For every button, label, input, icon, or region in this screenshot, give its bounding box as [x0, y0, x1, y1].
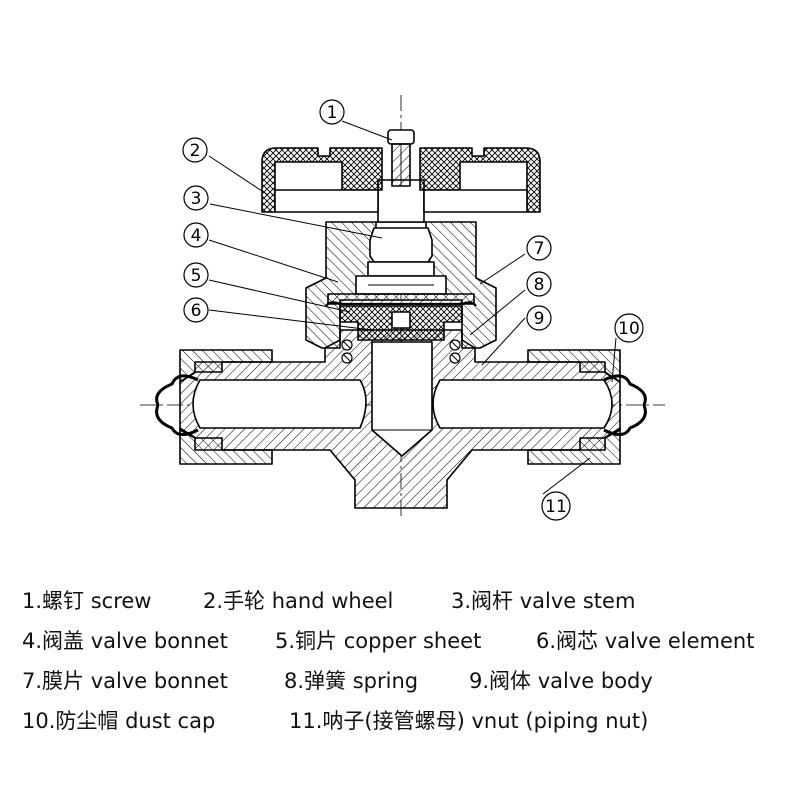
callout-8: 8 [526, 271, 552, 297]
callout-6: 6 [183, 297, 209, 323]
svg-text:7: 7 [534, 239, 545, 259]
legend-item-valve-stem: 3.阀杆 valve stem [451, 589, 636, 613]
parts-legend: 1.螺钉 screw 2.手轮 hand wheel 3.阀杆 valve st… [22, 580, 792, 740]
callout-10: 10 [614, 313, 644, 343]
svg-text:11: 11 [545, 497, 567, 517]
legend-row: 10.防尘帽 dust cap 11.呐子(接管螺母) vnut (piping… [22, 700, 792, 740]
legend-item-spring: 8.弹簧 spring [284, 669, 419, 693]
valve-body [179, 329, 621, 509]
svg-text:9: 9 [534, 309, 545, 329]
callout-9: 9 [526, 305, 552, 331]
svg-text:2: 2 [190, 141, 201, 161]
legend-item-piping-nut: 11.呐子(接管螺母) vnut (piping nut) [289, 709, 649, 733]
screw [387, 129, 415, 187]
dust-cap-right [603, 374, 647, 436]
legend-item-hand-wheel: 2.手轮 hand wheel [203, 589, 394, 613]
svg-text:1: 1 [327, 103, 338, 123]
svg-text:5: 5 [191, 266, 202, 286]
legend-item-diaphragm: 7.膜片 valve bonnet [22, 669, 228, 693]
legend-item-valve-element: 6.阀芯 valve element [536, 629, 755, 653]
legend-item-dust-cap: 10.防尘帽 dust cap [22, 709, 216, 733]
callout-4: 4 [183, 222, 209, 248]
hand-wheel [261, 147, 541, 213]
callout-group: 1 2 3 4 5 6 7 8 9 10 11 [182, 99, 644, 521]
svg-text:4: 4 [191, 226, 202, 246]
callout-7: 7 [526, 235, 552, 261]
copper-sheet [327, 293, 475, 305]
legend-row: 1.螺钉 screw 2.手轮 hand wheel 3.阀杆 valve st… [22, 580, 792, 620]
callout-2: 2 [182, 137, 208, 163]
spring-right [449, 339, 461, 364]
svg-text:3: 3 [191, 189, 202, 209]
svg-text:10: 10 [618, 319, 640, 339]
callout-3: 3 [183, 185, 209, 211]
callout-11: 11 [541, 491, 571, 521]
legend-item-valve-body: 9.阀体 valve body [469, 669, 653, 693]
diaphragm [325, 301, 477, 307]
legend-item-screw: 1.螺钉 screw [22, 589, 152, 613]
piping-nut-left [179, 349, 273, 465]
legend-row: 4.阀盖 valve bonnet 5.铜片 copper sheet 6.阀芯… [22, 620, 792, 660]
valve-cross-section-diagram: 1 2 3 4 5 6 7 8 9 10 11 [140, 95, 665, 521]
spring-left [341, 339, 353, 364]
callout-1: 1 [319, 99, 345, 125]
legend-item-copper-sheet: 5.铜片 copper sheet [275, 629, 482, 653]
legend-row: 7.膜片 valve bonnet 8.弹簧 spring 9.阀体 valve… [22, 660, 792, 700]
callout-5: 5 [183, 262, 209, 288]
legend-item-valve-bonnet: 4.阀盖 valve bonnet [22, 629, 228, 653]
svg-text:8: 8 [534, 275, 545, 295]
dust-cap-left [155, 374, 199, 436]
svg-text:6: 6 [191, 301, 202, 321]
